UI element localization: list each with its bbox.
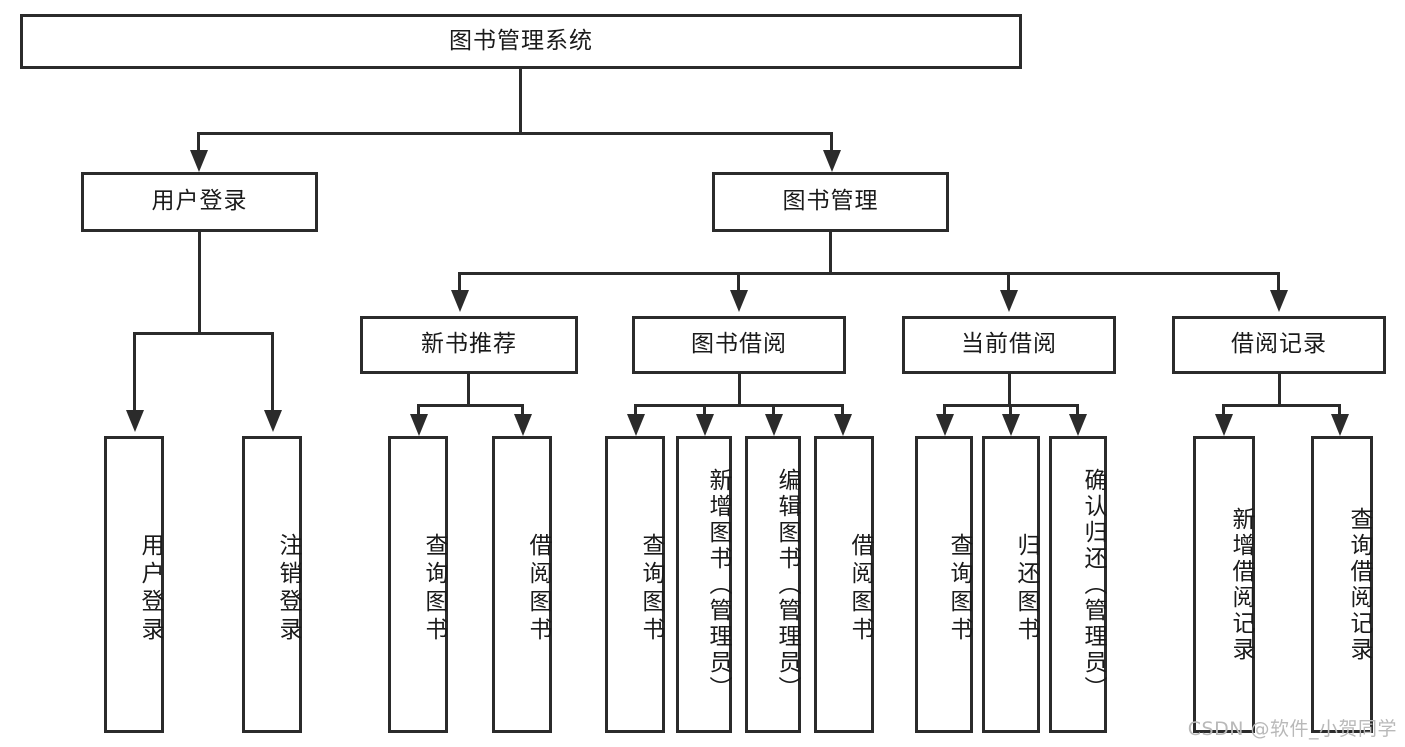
node-label: 查询借阅记录 (1346, 506, 1372, 663)
arrow-down-icon (1331, 414, 1349, 436)
edge-borrow-record-stem (1278, 374, 1281, 407)
leaf-user-logout[interactable]: 注销登录 (242, 436, 302, 733)
arrow-down-icon (1002, 414, 1020, 436)
leaf-borrow-edit-book-admin[interactable]: 编辑图书（管理员） (745, 436, 801, 733)
edge-book-mgmt-bus (458, 272, 1280, 275)
arrow-down-icon (696, 414, 714, 436)
edge-book-borrow-bus (634, 404, 844, 407)
edge-book-borrow-stem (738, 374, 741, 407)
edge-root-stem (519, 69, 522, 134)
edge-current-borrow-drop-1 (943, 404, 946, 418)
edge-book-borrow-drop-2 (703, 404, 706, 418)
node-label: 用户登录 (137, 532, 163, 645)
edge-borrow-record-drop-1 (1222, 404, 1225, 418)
leaf-current-return-book[interactable]: 归还图书 (982, 436, 1040, 733)
node-label: 编辑图书（管理员） (774, 467, 800, 702)
node-label: 借阅记录 (1231, 331, 1327, 358)
edge-user-login-drop-2 (271, 332, 274, 414)
node-label: 当前借阅 (961, 331, 1057, 358)
leaf-user-login[interactable]: 用户登录 (104, 436, 164, 733)
node-label: 确认归还（管理员） (1080, 467, 1106, 702)
node-label: 借阅图书 (847, 532, 873, 645)
arrow-down-icon (451, 290, 469, 312)
node-user-login[interactable]: 用户登录 (81, 172, 318, 232)
leaf-borrow-borrow-book[interactable]: 借阅图书 (814, 436, 874, 733)
arrow-down-icon (1069, 414, 1087, 436)
node-label: 查询图书 (421, 532, 447, 645)
edge-root-to-book-mgmt (830, 132, 833, 154)
leaf-record-add-record[interactable]: 新增借阅记录 (1193, 436, 1255, 733)
arrow-down-icon (765, 414, 783, 436)
edge-book-mgmt-stem (829, 232, 832, 275)
node-label: 新增借阅记录 (1228, 506, 1254, 663)
arrow-down-icon (264, 410, 282, 432)
leaf-newbook-borrow-book[interactable]: 借阅图书 (492, 436, 552, 733)
leaf-current-query-book[interactable]: 查询图书 (915, 436, 973, 733)
edge-user-login-bus (133, 332, 274, 335)
arrow-down-icon (126, 410, 144, 432)
edge-book-borrow-drop-1 (634, 404, 637, 418)
node-borrow-record[interactable]: 借阅记录 (1172, 316, 1386, 374)
arrow-down-icon (823, 150, 841, 172)
edge-user-login-drop-1 (133, 332, 136, 414)
arrow-down-icon (936, 414, 954, 436)
node-new-book-recommend[interactable]: 新书推荐 (360, 316, 578, 374)
arrow-down-icon (730, 290, 748, 312)
edge-current-borrow-stem (1008, 374, 1011, 407)
arrow-down-icon (1000, 290, 1018, 312)
edge-borrow-record-drop-2 (1338, 404, 1341, 418)
edge-book-borrow-drop-3 (772, 404, 775, 418)
arrow-down-icon (1270, 290, 1288, 312)
node-book-management[interactable]: 图书管理 (712, 172, 949, 232)
edge-new-book-stem (467, 374, 470, 407)
leaf-current-confirm-return-admin[interactable]: 确认归还（管理员） (1049, 436, 1107, 733)
node-label: 图书借阅 (691, 331, 787, 358)
arrow-down-icon (190, 150, 208, 172)
edge-user-login-stem (198, 232, 201, 335)
edge-book-mgmt-drop-2 (737, 272, 740, 294)
arrow-down-icon (627, 414, 645, 436)
edge-book-mgmt-drop-3 (1007, 272, 1010, 294)
node-book-borrow[interactable]: 图书借阅 (632, 316, 846, 374)
node-label: 注销登录 (275, 532, 301, 645)
arrow-down-icon (1215, 414, 1233, 436)
arrow-down-icon (410, 414, 428, 436)
node-label: 查询图书 (946, 532, 972, 645)
node-label: 新增图书（管理员） (705, 467, 731, 702)
edge-root-bus (197, 132, 833, 135)
edge-new-book-drop-1 (417, 404, 420, 418)
watermark-text: CSDN @软件_小贺同学 (1187, 718, 1397, 740)
leaf-borrow-query-book[interactable]: 查询图书 (605, 436, 665, 733)
node-label: 新书推荐 (421, 331, 517, 358)
node-label: 归还图书 (1013, 532, 1039, 645)
edge-book-borrow-drop-4 (841, 404, 844, 418)
edge-new-book-drop-2 (521, 404, 524, 418)
edge-root-to-user-login (197, 132, 200, 154)
edge-current-borrow-drop-2 (1009, 404, 1012, 418)
edge-borrow-record-bus (1222, 404, 1341, 407)
node-current-borrow[interactable]: 当前借阅 (902, 316, 1116, 374)
edge-book-mgmt-drop-1 (458, 272, 461, 294)
node-label: 借阅图书 (525, 532, 551, 645)
node-label: 查询图书 (638, 532, 664, 645)
arrow-down-icon (514, 414, 532, 436)
node-root-system[interactable]: 图书管理系统 (20, 14, 1022, 69)
edge-book-mgmt-drop-4 (1277, 272, 1280, 294)
leaf-newbook-query-book[interactable]: 查询图书 (388, 436, 448, 733)
node-label: 图书管理系统 (449, 27, 593, 54)
edge-current-borrow-drop-3 (1076, 404, 1079, 418)
edge-new-book-bus (417, 404, 524, 407)
arrow-down-icon (834, 414, 852, 436)
leaf-record-query-record[interactable]: 查询借阅记录 (1311, 436, 1373, 733)
node-label: 图书管理 (782, 188, 879, 215)
leaf-borrow-add-book-admin[interactable]: 新增图书（管理员） (676, 436, 732, 733)
node-label: 用户登录 (151, 188, 248, 215)
